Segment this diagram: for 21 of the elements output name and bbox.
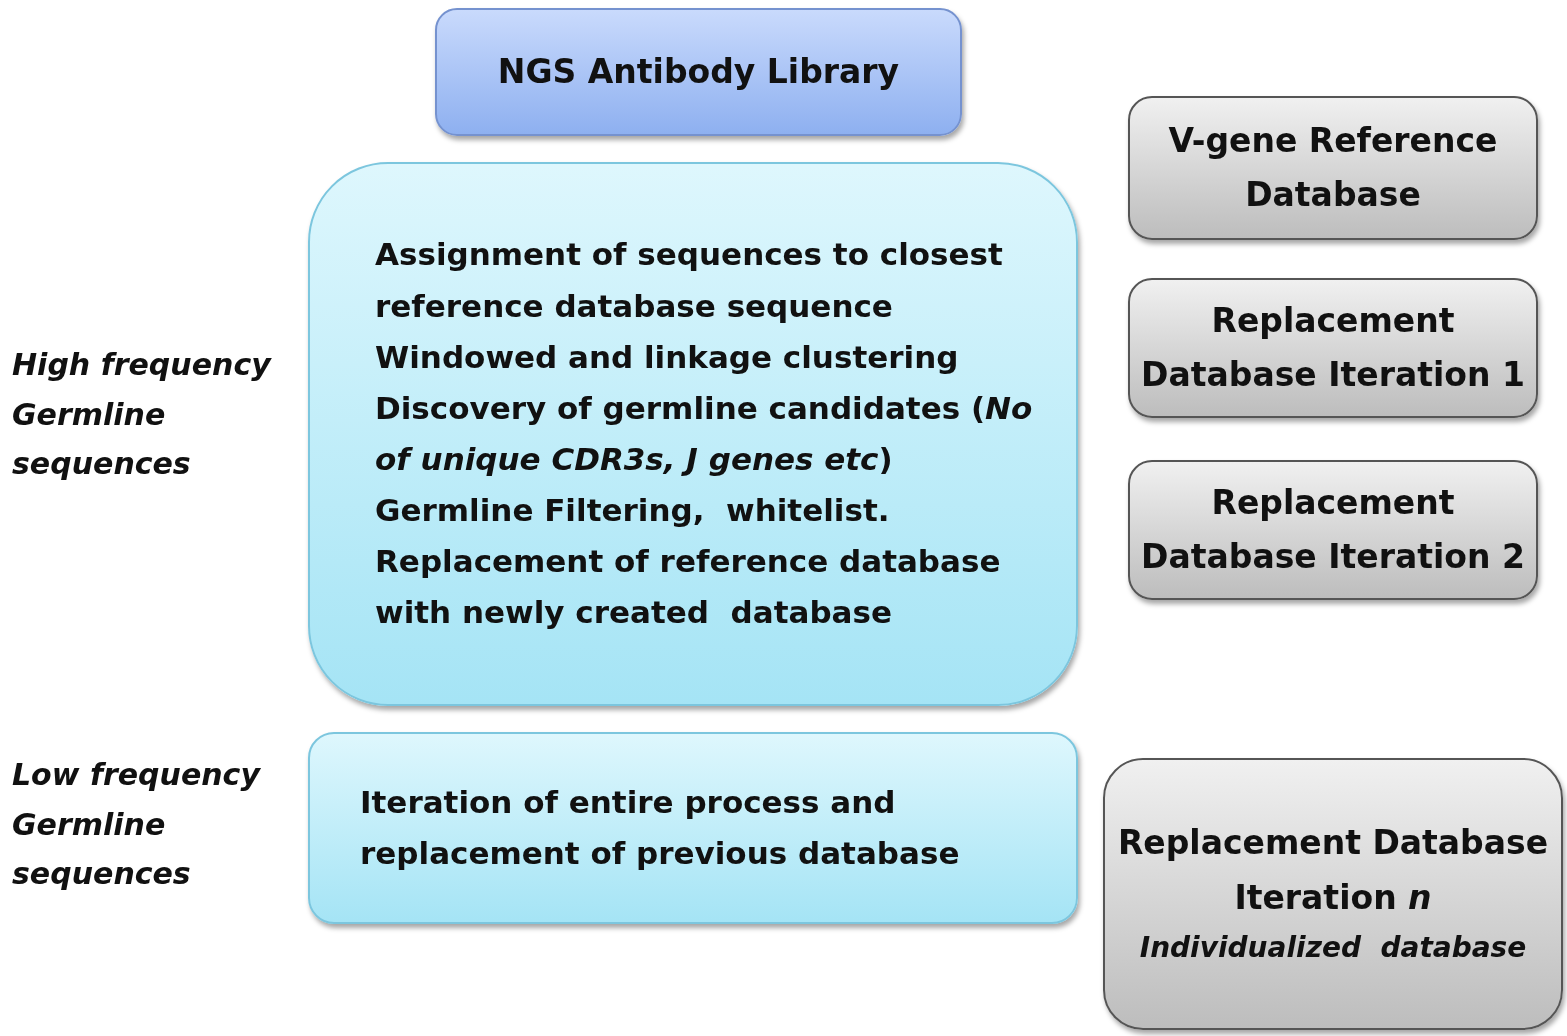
- box-text: Individualized database: [1138, 930, 1528, 967]
- box-text: Germline Filtering, whitelist.: [375, 491, 891, 531]
- box-text: V-gene Reference Database: [1167, 119, 1499, 216]
- process-box: [1128, 278, 1538, 418]
- box-text: Windowed and linkage clustering: [375, 337, 960, 377]
- box-text: Assignment of sequences to closest reference database sequence: [375, 235, 1004, 326]
- process-box: [1128, 96, 1538, 240]
- process-box: [1103, 758, 1563, 1030]
- side-label: High frequency Germline sequences: [12, 346, 273, 483]
- box-text: Replacement of reference database with newly created database: [375, 542, 1002, 633]
- box-text: NGS Antibody Library: [496, 50, 901, 93]
- process-box: [308, 162, 1078, 706]
- process-box: [308, 732, 1078, 924]
- process-box: [435, 8, 962, 136]
- box-text: Discovery of germline candidates (No of unique CDR3s, J genes etc): [375, 388, 1034, 479]
- box-text: Replacement Database Iteration n: [1116, 822, 1550, 919]
- side-label: Low frequency Germline sequences: [12, 756, 262, 893]
- box-text: Replacement Database Iteration 2: [1140, 481, 1526, 578]
- process-box: [1128, 460, 1538, 600]
- box-text: Iteration of entire process and replacement of previous database: [360, 782, 961, 873]
- box-text: Replacement Database Iteration 1: [1140, 299, 1526, 396]
